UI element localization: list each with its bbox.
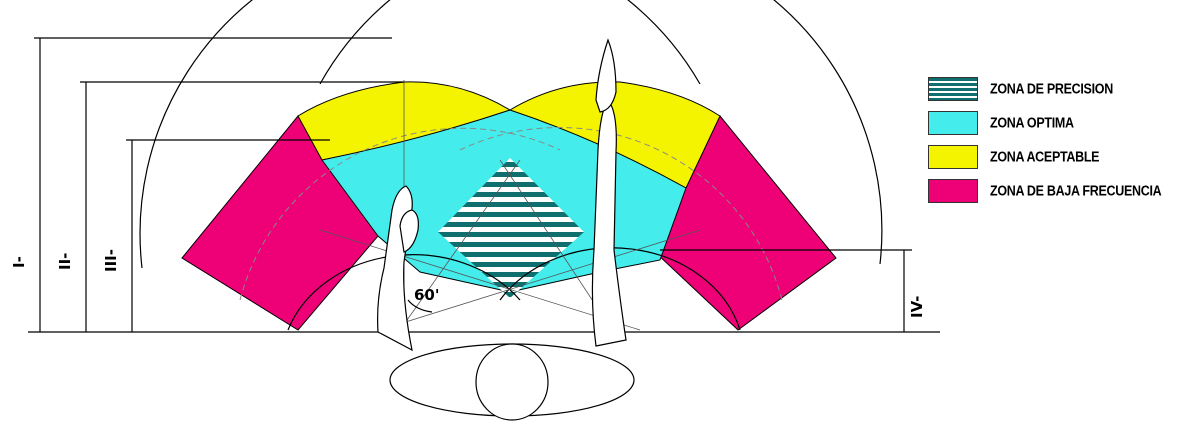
legend-label-low-frequency: ZONA DE BAJA FRECUENCIA [990,183,1161,199]
dimension-II-label: II- [56,253,74,270]
dimension-III-label: III- [102,249,120,272]
legend-item-acceptable: ZONA ACEPTABLE [928,140,1196,174]
legend-label-precision: ZONA DE PRECISION [990,81,1113,97]
legend-swatch-low-frequency [928,179,978,203]
dimension-IV-label: IV- [908,296,926,318]
dimension-I-label: I- [10,256,28,268]
legend-item-precision: ZONA DE PRECISION [928,72,1196,106]
legend-swatch-optimal [928,111,978,135]
legend-label-acceptable: ZONA ACEPTABLE [990,149,1099,165]
legend-label-optimal: ZONA OPTIMA [990,115,1074,131]
legend-swatch-precision [928,77,978,101]
legend-swatch-acceptable [928,145,978,169]
legend: ZONA DE PRECISION ZONA OPTIMA ZONA ACEPT… [928,72,1196,208]
legend-item-low-frequency: ZONA DE BAJA FRECUENCIA [928,174,1196,208]
angle-label: 60' [414,286,439,304]
operator-right-hand [596,40,616,112]
legend-item-optimal: ZONA OPTIMA [928,106,1196,140]
operator-head [476,344,548,420]
